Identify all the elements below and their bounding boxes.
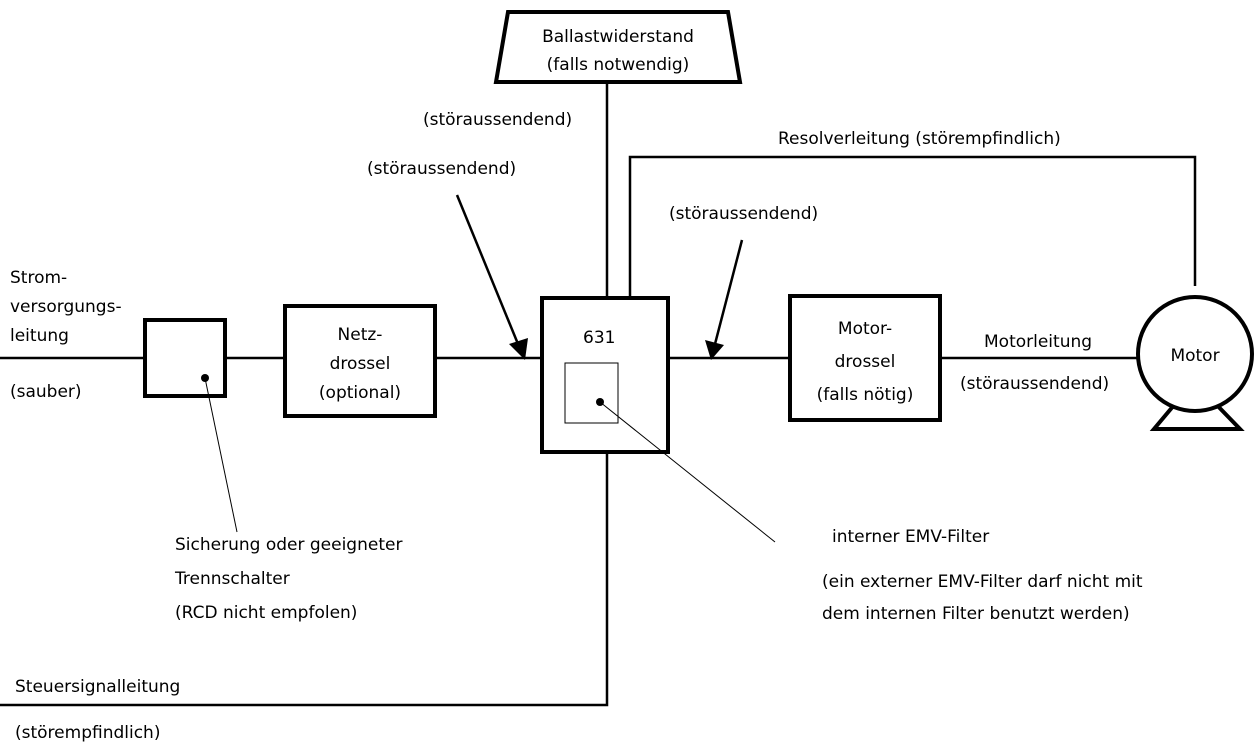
resolver-cable-label: Resolverleitung (störempfindlich): [778, 129, 1061, 149]
line-choke-label-3: (optional): [319, 383, 401, 403]
motor-cable-status: (störaussendend): [960, 374, 1109, 394]
emc-filter-note-2: dem internen Filter benutzt werden): [822, 604, 1130, 624]
resolver-cable-line: [628, 155, 1197, 298]
line-emission-arrowhead: [509, 338, 528, 360]
emc-filter-label: interner EMV-Filter: [832, 527, 989, 547]
power-line-label-2: versorgungs-: [10, 297, 122, 317]
emc-filter-note-1: (ein externer EMV-Filter darf nicht mit: [822, 572, 1143, 592]
line-choke-label-2: drossel: [330, 354, 391, 374]
ballast-label-1: Ballastwiderstand: [542, 27, 694, 47]
motor-cable-label: Motorleitung: [984, 332, 1092, 352]
motor-choke-label-2: drossel: [835, 352, 896, 372]
output-emission-label: (störaussendend): [669, 204, 818, 224]
line-emission-label: (störaussendend): [367, 159, 516, 179]
motor-choke-label-1: Motor-: [838, 319, 892, 339]
fuse-box: [143, 318, 227, 398]
drive-631-label: 631: [583, 328, 615, 348]
line-emission-arrow: [455, 194, 520, 345]
control-line-status: (störempfindlich): [15, 723, 160, 743]
ballast-label-2: (falls notwendig): [547, 55, 690, 75]
motor-choke-label-3: (falls nötig): [817, 385, 914, 405]
fuse-leader-line: [204, 377, 238, 533]
motor-label: Motor: [1170, 346, 1219, 366]
fuse-label-3: (RCD nicht empfolen): [175, 603, 357, 623]
motor-choke-box: [788, 294, 942, 422]
output-emission-arrowhead: [705, 340, 724, 360]
control-line-label: Steuersignalleitung: [15, 677, 180, 697]
power-line-label-3: leitung: [10, 326, 69, 346]
control-signal-line: [0, 452, 609, 707]
power-line-status: (sauber): [10, 382, 82, 402]
power-line-label-1: Strom-: [10, 268, 67, 288]
output-emission-arrow: [713, 239, 744, 345]
emc-filter-box: [564, 362, 619, 424]
motor-circle: [1136, 295, 1254, 413]
emc-filter-leader-line: [599, 401, 776, 543]
ballast-resistor-box: [493, 10, 743, 84]
fuse-label-1: Sicherung oder geeigneter: [175, 535, 402, 555]
ballast-emission-label: (störaussendend): [423, 110, 572, 130]
line-choke-box: [283, 304, 437, 418]
line-choke-label-1: Netz-: [338, 325, 383, 345]
fuse-label-2: Trennschalter: [174, 569, 290, 589]
